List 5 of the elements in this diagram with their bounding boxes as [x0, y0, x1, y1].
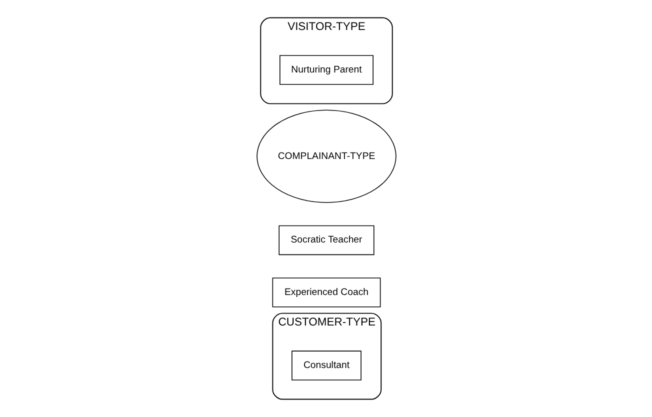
node-box: Socratic Teacher [278, 225, 374, 256]
node-box: Experienced Coach [272, 278, 380, 308]
node-box: Consultant [291, 350, 361, 380]
node-ellipse: COMPLAINANT-TYPE [256, 110, 396, 203]
node-box: Nurturing Parent [279, 55, 373, 85]
